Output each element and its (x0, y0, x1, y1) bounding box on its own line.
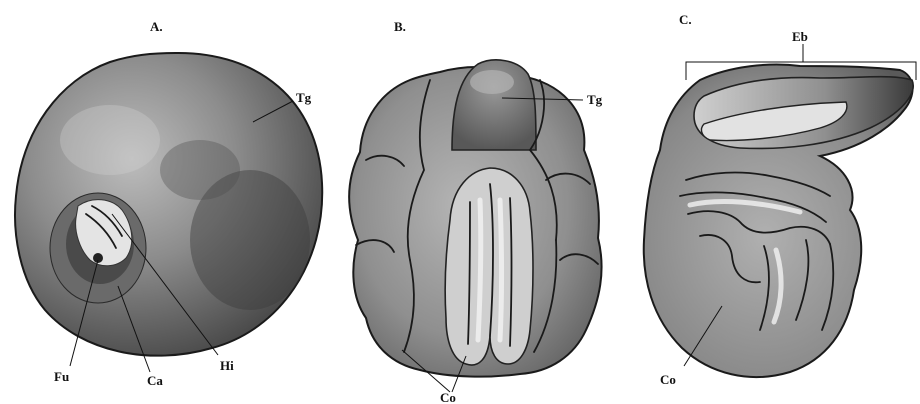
panel-a-shading-mid (160, 140, 240, 200)
panel-c: C. Eb Co (644, 12, 916, 387)
panel-a-title: A. (150, 19, 163, 34)
panel-c-label-co: Co (660, 372, 676, 387)
panel-a: A. Tg Fu Ca Hi (15, 19, 322, 388)
panel-b-central-highlight-2 (500, 200, 502, 340)
panel-a-shading-light (60, 105, 160, 175)
panel-a-label-fu: Fu (54, 369, 69, 384)
panel-c-label-eb: Eb (792, 29, 808, 44)
panel-a-label-tg: Tg (296, 90, 312, 105)
panel-b-label-co: Co (440, 390, 456, 404)
panel-b: B. Tg Co (349, 19, 602, 404)
panel-a-label-hi: Hi (220, 358, 234, 373)
panel-b-central-fold-shape (445, 168, 533, 365)
panel-b-label-tg: Tg (587, 92, 603, 107)
panel-b-tg-highlight (470, 70, 514, 94)
panel-a-label-ca: Ca (147, 373, 163, 388)
panel-b-central-highlight-1 (478, 200, 481, 340)
panel-c-title: C. (679, 12, 692, 27)
panel-b-title: B. (394, 19, 406, 34)
